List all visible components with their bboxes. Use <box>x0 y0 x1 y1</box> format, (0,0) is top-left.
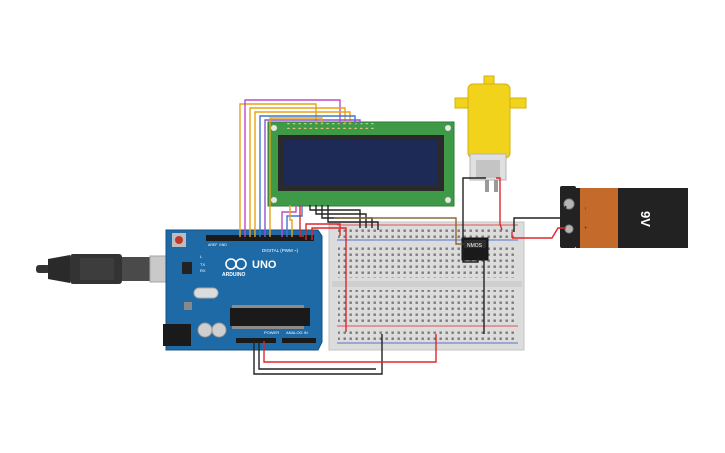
arduino-brand-text: ARDUINO <box>222 272 245 278</box>
analog-header[interactable] <box>282 338 316 343</box>
wire[interactable] <box>264 119 361 237</box>
wire[interactable] <box>239 103 317 237</box>
battery-wire-negative[interactable] <box>513 205 567 232</box>
svg-text:−: − <box>582 207 588 210</box>
power-wires <box>253 334 437 375</box>
wire[interactable] <box>286 205 303 237</box>
motor-wire-black[interactable] <box>462 177 486 263</box>
wire[interactable] <box>281 205 297 237</box>
wire[interactable] <box>289 205 293 237</box>
arduino-logo-icon <box>225 258 247 270</box>
digital-header[interactable] <box>206 235 314 241</box>
terminal-strip-bottom[interactable] <box>338 290 516 322</box>
mosfet-label: NMOS <box>467 243 483 249</box>
motor-wire-red[interactable] <box>496 177 503 231</box>
wire[interactable] <box>315 205 367 228</box>
power-header[interactable] <box>236 338 276 343</box>
nmos-transistor[interactable]: NMOS <box>461 237 489 261</box>
wire[interactable] <box>309 205 361 228</box>
wire[interactable] <box>254 111 351 237</box>
lcd-signal-wires <box>239 99 361 237</box>
reset-button-cap[interactable] <box>175 236 183 244</box>
gnd-wire[interactable] <box>253 334 383 375</box>
aref-label: AREF <box>208 243 217 247</box>
power-header-label: POWER <box>264 330 279 335</box>
rx-label: RX <box>200 268 206 273</box>
lcd-16x2[interactable] <box>267 121 455 207</box>
battery-wire-positive[interactable] <box>512 227 566 239</box>
digital-header-label: DIGITAL (PWM ~) <box>262 248 299 253</box>
wire[interactable] <box>334 217 464 245</box>
lcd-screen <box>284 140 438 186</box>
dc-motor[interactable] <box>454 75 527 192</box>
arduino-uno-board[interactable]: DIGITAL (PWM ~) POWER ANALOG IN AREF GND… <box>163 229 323 351</box>
motor-wires <box>462 177 567 334</box>
analog-header-label: ANALOG IN <box>286 330 308 335</box>
arduino-model-text: UNO <box>252 259 277 271</box>
atmega-chip <box>230 308 310 326</box>
terminal-strip-top[interactable] <box>338 246 516 278</box>
battery-label: 9V <box>638 211 653 227</box>
wire[interactable] <box>327 205 379 230</box>
5v-wire[interactable] <box>263 334 437 363</box>
gnd-label: GND <box>219 243 227 247</box>
breadboard[interactable] <box>328 221 525 351</box>
lcd-power-wires <box>299 205 464 332</box>
battery-9v[interactable]: − + 9V <box>560 186 688 248</box>
battery-terminal-positive[interactable] <box>564 224 574 234</box>
svg-text:+: + <box>582 226 588 229</box>
gnd-wire[interactable] <box>258 341 376 370</box>
bottom-power-rail[interactable] <box>338 329 516 341</box>
top-power-rail[interactable] <box>338 228 516 238</box>
wire[interactable] <box>269 117 323 237</box>
power-jack <box>163 324 191 346</box>
wire[interactable] <box>311 227 347 332</box>
wire[interactable] <box>299 205 304 237</box>
wire[interactable] <box>305 223 341 240</box>
tx-label: TX <box>200 262 205 267</box>
usb-cable <box>36 254 187 284</box>
led-l-label: L <box>200 254 203 259</box>
lcd-pin-header[interactable] <box>284 123 374 129</box>
